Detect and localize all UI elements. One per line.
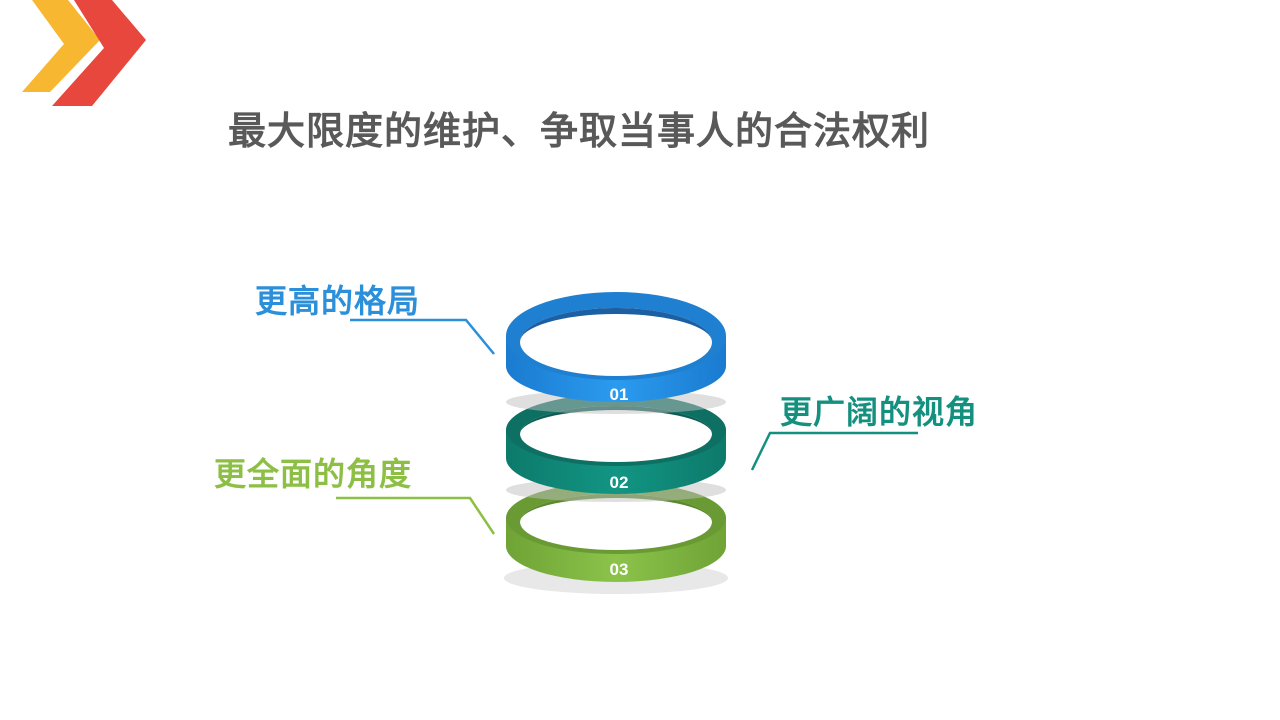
- callout-line-02: [750, 431, 918, 471]
- ring-01-number: 01: [610, 385, 629, 404]
- chevron-red: [52, 0, 146, 106]
- ring-01: 01: [506, 292, 726, 414]
- callout-line-01: [350, 318, 495, 355]
- ring-01-label: 更高的格局: [255, 282, 421, 320]
- chevron-logo-icon: [22, 0, 146, 106]
- chevron-yellow: [22, 0, 100, 92]
- ring-02-number: 02: [610, 473, 629, 492]
- ring-03-number: 03: [610, 560, 629, 579]
- page-title: 最大限度的维护、争取当事人的合法权利: [228, 109, 931, 153]
- callout-line-03: [336, 496, 496, 535]
- ring-02-label: 更广阔的视角: [780, 393, 979, 431]
- ring-03: 03: [504, 482, 728, 594]
- ring-03-label: 更全面的角度: [214, 455, 413, 493]
